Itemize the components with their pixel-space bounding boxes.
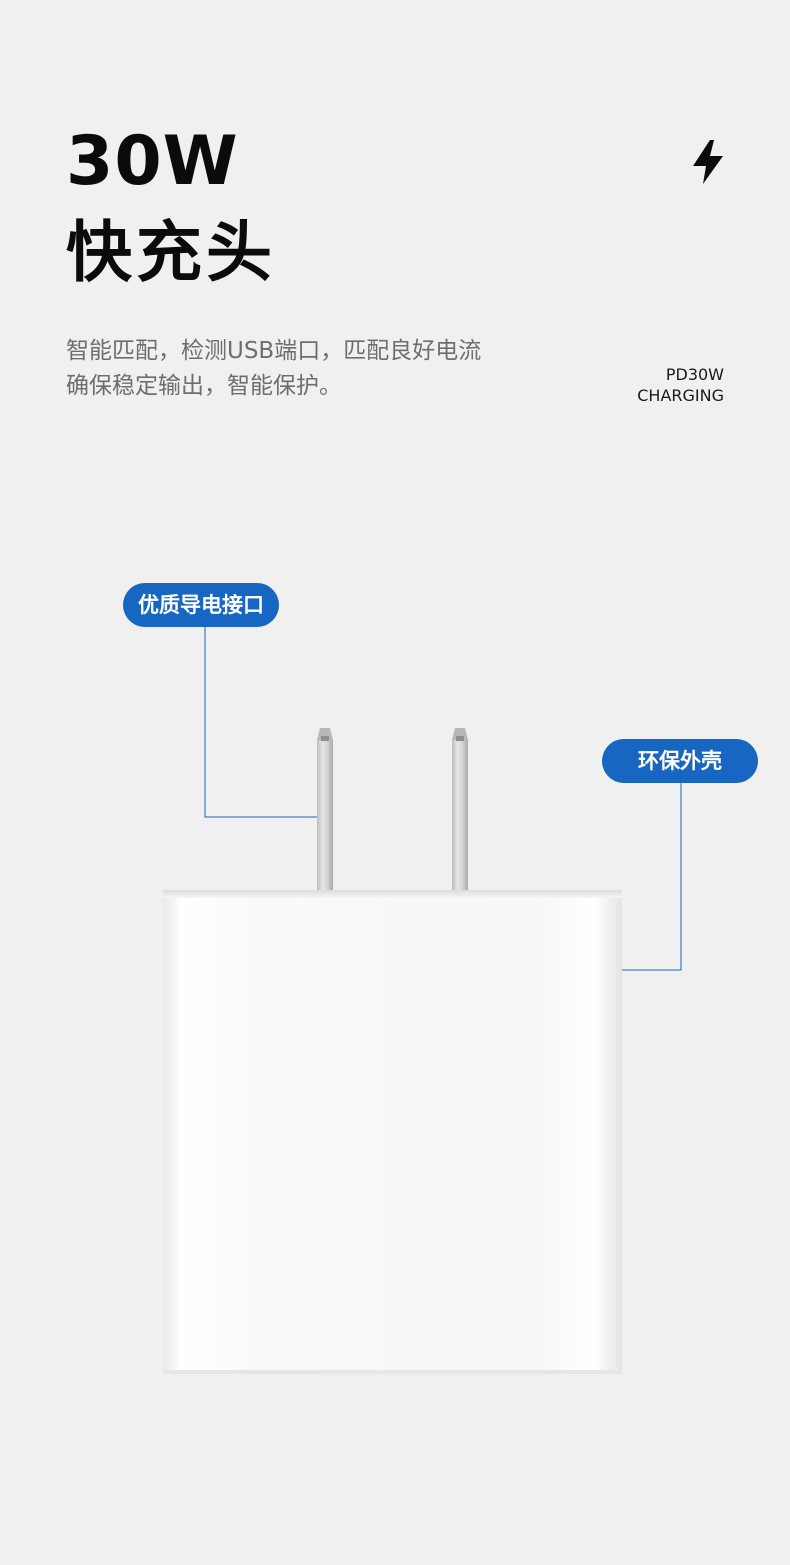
charger-body (163, 890, 622, 1374)
description-line-2: 确保稳定输出，智能保护。 (66, 373, 342, 399)
charging-badge: PD30W CHARGING (637, 364, 724, 406)
page-title-product: 快充头 (66, 214, 276, 291)
leader-line-shell (622, 783, 682, 971)
charging-badge-line-2: CHARGING (637, 386, 724, 405)
page-title-power: 30W (66, 122, 239, 201)
description-line-1: 智能匹配，检测USB端口，匹配良好电流 (66, 338, 482, 364)
charger-prong-right (452, 728, 468, 892)
callout-shell: 环保外壳 (602, 739, 758, 783)
callout-connector: 优质导电接口 (123, 583, 279, 627)
feature-description: 智能匹配，检测USB端口，匹配良好电流 确保稳定输出，智能保护。 (66, 334, 566, 404)
charging-badge-line-1: PD30W (665, 365, 724, 384)
charger-prong-left (317, 728, 333, 892)
leader-line-connector (204, 627, 317, 818)
lightning-bolt-icon (693, 140, 723, 184)
